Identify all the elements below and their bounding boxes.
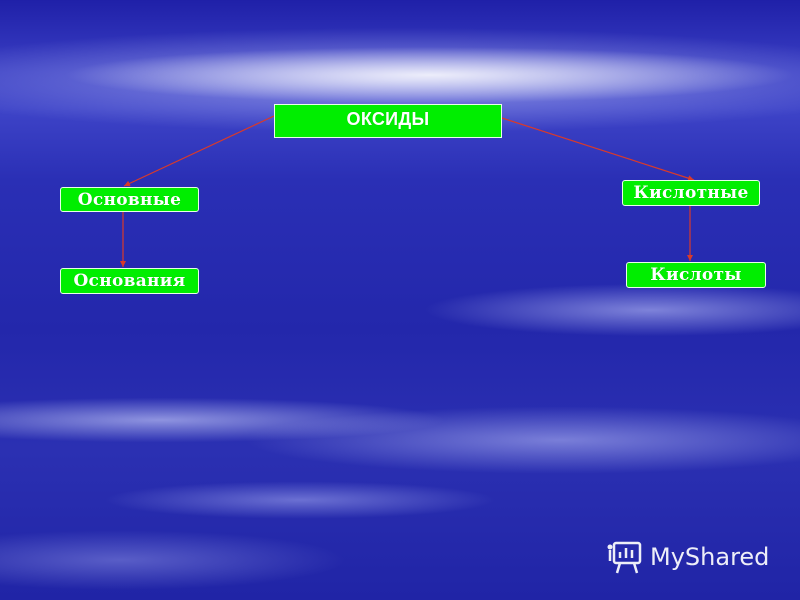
node-acids-label: Кислоты: [650, 265, 742, 285]
watermark-text: MyShared: [650, 543, 770, 571]
node-acids: Кислоты: [626, 262, 766, 288]
node-acidic-oxides: Кислотные: [622, 180, 760, 206]
node-oxides: ОКСИДЫ: [274, 104, 502, 138]
node-bases: Основания: [60, 268, 199, 294]
myshared-watermark: MyShared: [606, 537, 786, 577]
node-oxides-label: ОКСИДЫ: [346, 109, 430, 129]
node-bases-label: Основания: [73, 271, 186, 291]
node-acidic-oxides-label: Кислотные: [633, 183, 749, 203]
node-basic-oxides: Основные: [60, 187, 199, 212]
node-basic-oxides-label: Основные: [77, 189, 182, 210]
presentation-board-icon: [607, 541, 642, 574]
arrow-root-to-basic: [123, 115, 275, 187]
arrow-root-to-acidic: [501, 117, 695, 182]
